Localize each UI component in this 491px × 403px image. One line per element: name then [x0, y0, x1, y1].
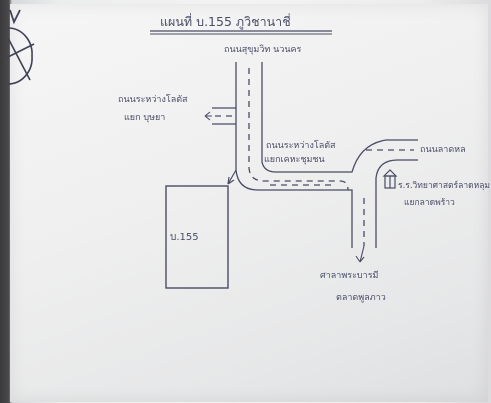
- label-right-road: ถนนลาดหล: [420, 145, 466, 155]
- label-bottom-1: ศาลาพระบารมี: [320, 270, 379, 281]
- label-top: ถนนสุขุมวิท นวนคร: [224, 44, 302, 55]
- plot-label: บ.155: [170, 232, 199, 243]
- label-left-1: ถนนระหว่างโลตัส: [118, 94, 188, 105]
- label-center-2: แยกเคหะชุมชน: [264, 155, 325, 165]
- map-title: แผนที่ บ.155 ภูวิชานาชี่: [160, 13, 291, 30]
- label-left-2: แยก บุษยา: [124, 113, 165, 123]
- compass-icon: [5, 9, 35, 85]
- plot-155: [165, 185, 229, 289]
- label-right-building-2: แยกลาดพร้าว: [404, 197, 455, 208]
- label-center-1: ถนนระหว่างโลตัส: [266, 140, 336, 151]
- label-right-building-1: ร.ร.วิทยาศาสตร์ลาดหลุม: [398, 180, 490, 191]
- label-bottom-2: ตลาดพูลภาว: [336, 293, 386, 303]
- temple-icon: [382, 169, 398, 189]
